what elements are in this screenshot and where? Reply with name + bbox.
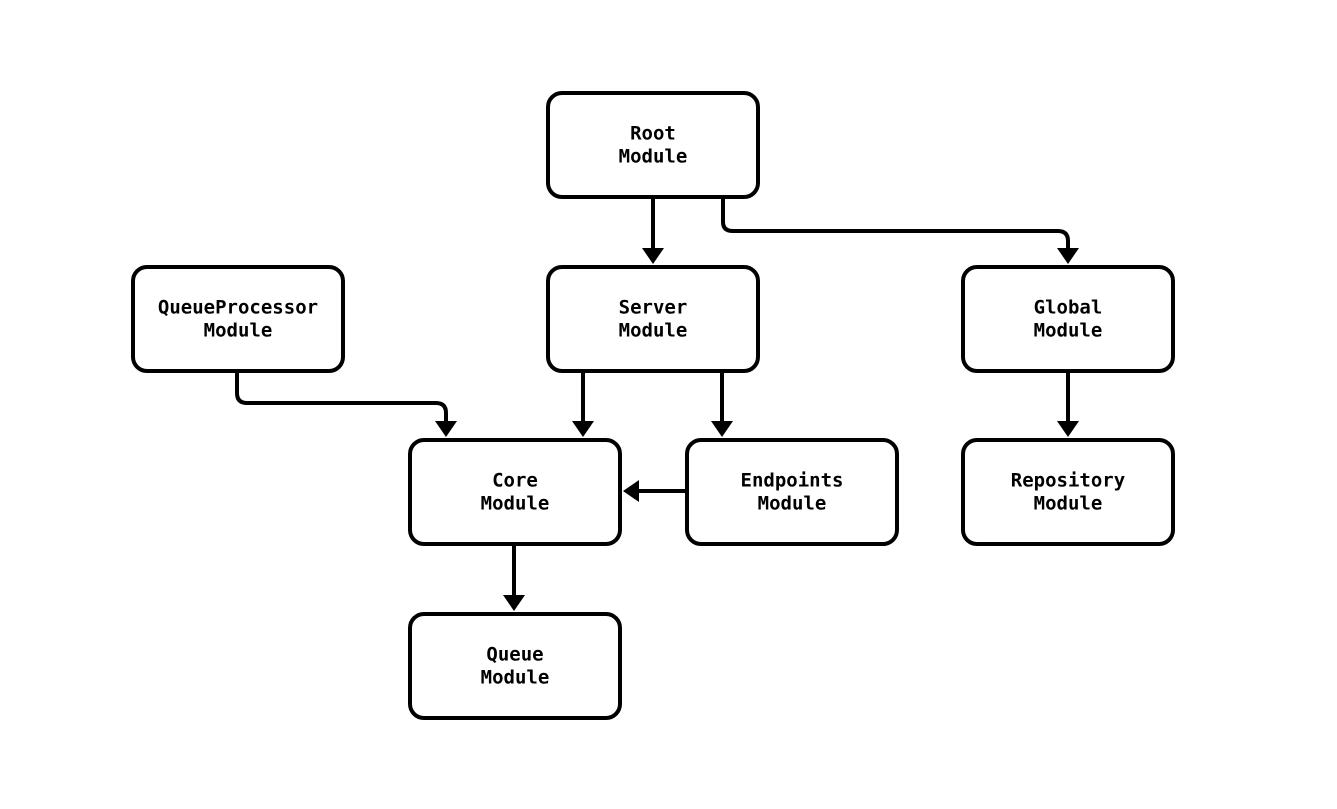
node-box[interactable] [408, 438, 622, 546]
node-label-line2: Module [1034, 493, 1103, 515]
edges-layer [235, 197, 1079, 611]
edge-core-to-queue [503, 544, 525, 611]
edge-server-to-core [572, 371, 594, 437]
node-box[interactable] [408, 612, 622, 720]
edge-global-to-repository [1057, 371, 1079, 437]
arrow-head-icon [623, 480, 639, 502]
node-label-line1: Root [630, 123, 676, 145]
edge-line [235, 371, 448, 423]
node-label-line1: Endpoints [741, 470, 844, 492]
node-label-line1: Core [492, 470, 538, 492]
node-label-line2: Module [481, 667, 550, 689]
node-label-line1: Repository [1011, 470, 1125, 492]
node-label-line2: Module [1034, 320, 1103, 342]
node-box[interactable] [961, 265, 1175, 373]
arrow-head-icon [642, 248, 664, 264]
nodes-layer: RootModuleQueueProcessorModuleServerModu… [131, 91, 1175, 720]
node-box[interactable] [961, 438, 1175, 546]
edge-endpoints-to-core [623, 480, 687, 502]
node-label-line2: Module [619, 146, 688, 168]
arrow-head-icon [711, 421, 733, 437]
edge-line [721, 197, 1070, 250]
node-label-line1: Server [619, 297, 688, 319]
node-label-line1: QueueProcessor [158, 297, 318, 319]
arrow-head-icon [435, 421, 457, 437]
node-label-line2: Module [481, 493, 550, 515]
arrow-head-icon [503, 595, 525, 611]
node-label-line1: Global [1034, 297, 1103, 319]
node-label-line1: Queue [486, 644, 543, 666]
node-box[interactable] [685, 438, 899, 546]
edge-root-to-global [721, 197, 1079, 264]
node-label-line2: Module [758, 493, 827, 515]
node-label-line2: Module [204, 320, 273, 342]
edge-server-to-endpoints [711, 371, 733, 437]
arrow-head-icon [1057, 248, 1079, 264]
node-box[interactable] [546, 91, 760, 199]
node-label-line2: Module [619, 320, 688, 342]
node-box[interactable] [546, 265, 760, 373]
edge-queueprocessor-to-core [235, 371, 457, 437]
arrow-head-icon [572, 421, 594, 437]
arrow-head-icon [1057, 421, 1079, 437]
node-box[interactable] [131, 265, 345, 373]
edge-root-to-server [642, 197, 664, 264]
